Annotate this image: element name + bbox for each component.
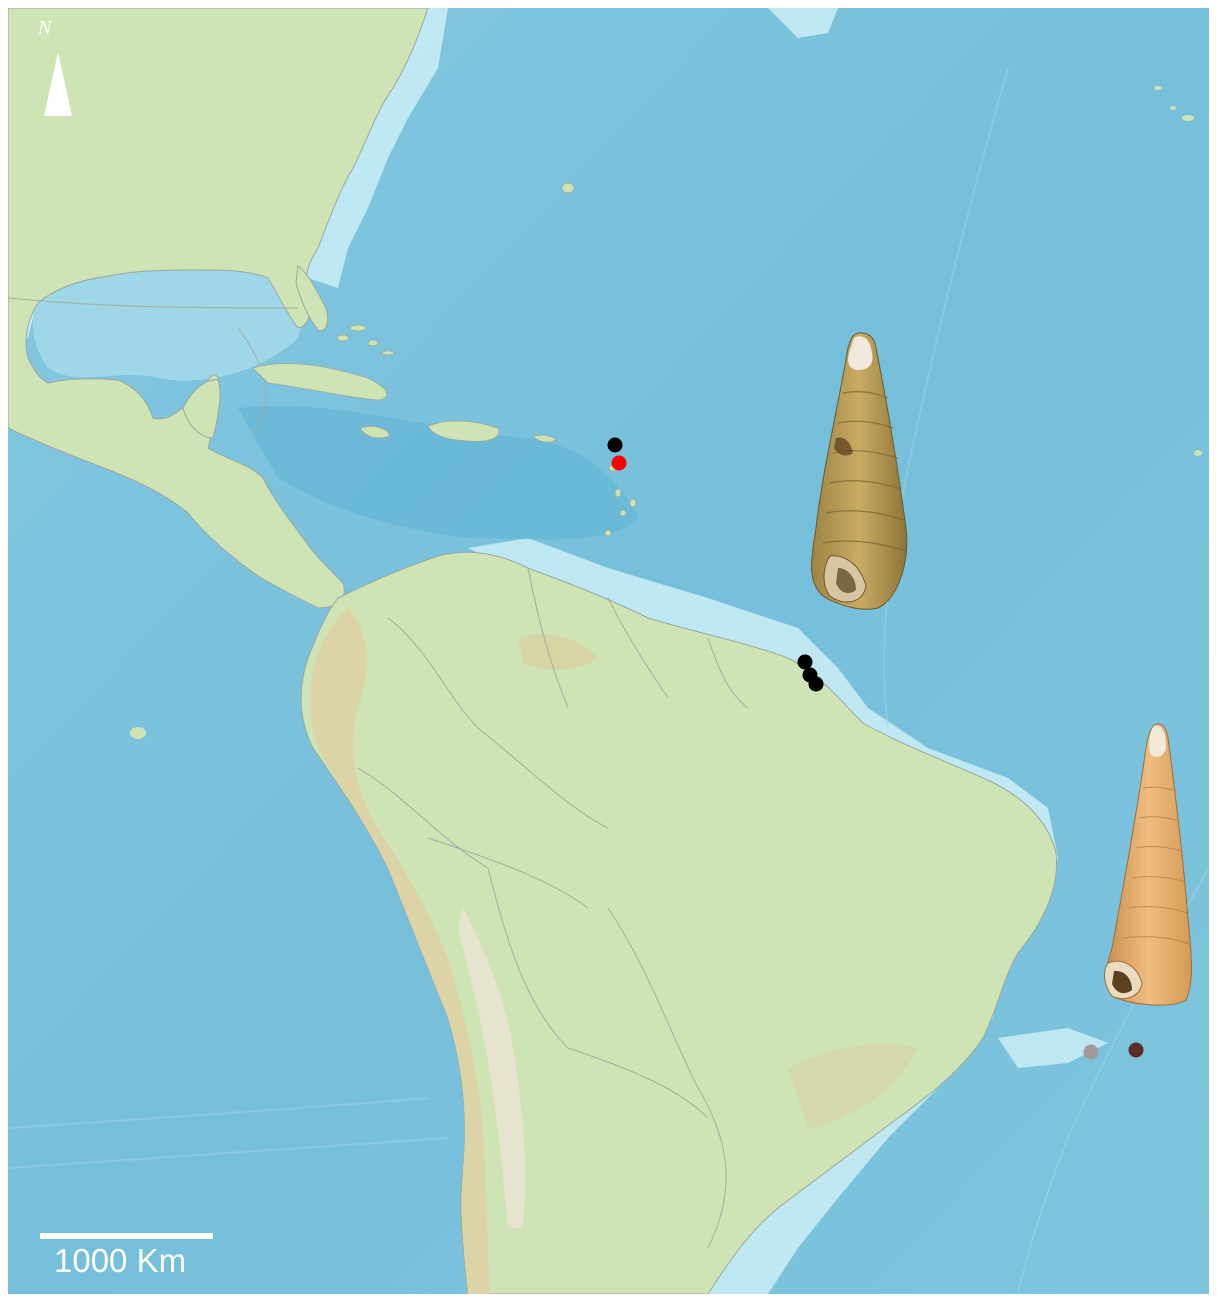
andes-high [458, 908, 525, 1228]
point-red-1[interactable] [611, 455, 627, 471]
point-black-4[interactable] [808, 676, 824, 692]
north-arrow-icon [44, 52, 72, 116]
caribbean-sea [238, 405, 638, 540]
yucatan [182, 379, 221, 439]
florida [295, 265, 329, 332]
north-arrow-label: N [38, 17, 52, 39]
map-frame[interactable] [8, 8, 1209, 1294]
point-black-1[interactable] [607, 437, 623, 453]
gulf-of-mexico [32, 267, 302, 381]
point-grey-1[interactable] [1083, 1044, 1099, 1060]
point-maroon-1[interactable] [1128, 1042, 1144, 1058]
scale-bar-label: 1000 Km [54, 1242, 187, 1279]
guiana-highlands [518, 634, 598, 670]
caribbean-islands [252, 182, 637, 537]
shell-specimen-upper [811, 332, 908, 610]
brazilian-highlands [788, 1044, 918, 1128]
atlantic-islands [130, 86, 1202, 739]
andes-mountains [310, 608, 490, 1294]
scale-bar [40, 1233, 213, 1239]
map-canvas[interactable] [8, 8, 1209, 1294]
occurrence-points [607, 437, 1144, 1060]
point-black-2[interactable] [797, 654, 813, 670]
shell-specimen-lower [1104, 723, 1192, 1006]
country-borders [8, 297, 749, 1249]
